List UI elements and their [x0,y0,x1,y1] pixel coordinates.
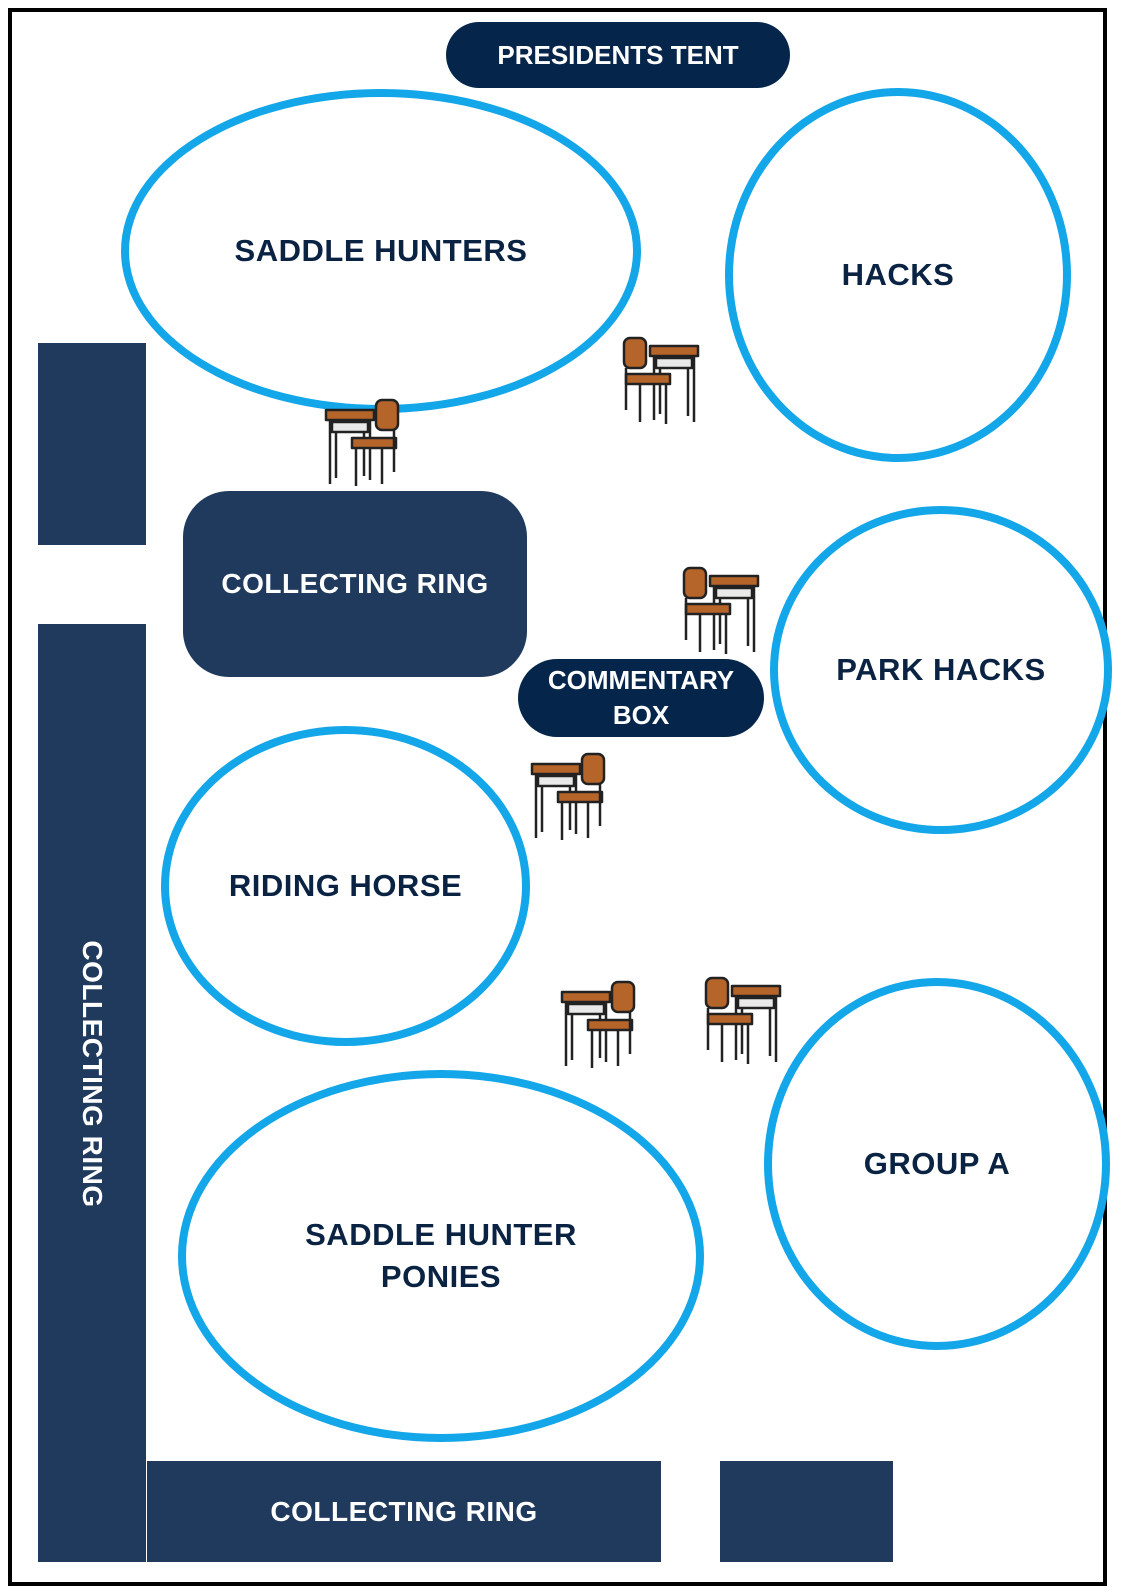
ring-group-a: GROUP A [764,978,1110,1350]
ring-group-a-label: GROUP A [863,1146,1011,1182]
commentary-box-label: COMMENTARY BOX [547,664,735,730]
commentary-box: COMMENTARY BOX [518,659,764,737]
school-desk-chair-icon [528,752,610,844]
collecting-ring-side: COLLECTING RING [38,624,146,1562]
ring-park-hacks: PARK HACKS [770,506,1112,834]
ring-saddle-hunters: SADDLE HUNTERS [121,89,641,413]
school-desk-chair-icon [322,398,404,490]
ring-saddle-hunter-ponies-label: SADDLE HUNTER PONIES [305,1217,577,1294]
ring-hacks-label: HACKS [841,257,955,293]
presidents-tent: PRESIDENTS TENT [446,22,790,88]
collecting-ring-top-label: COLLECTING RING [221,568,489,599]
collecting-ring-side-label: COLLECTING RING [77,940,108,1208]
school-desk-chair-icon [620,336,702,428]
ring-saddle-hunters-label: SADDLE HUNTERS [234,233,528,269]
bottom-right-block [720,1461,893,1562]
collecting-ring-top: COLLECTING RING [183,491,527,677]
ring-riding-horse-label: RIDING HORSE [228,868,463,904]
school-desk-chair-icon [558,980,640,1072]
ring-hacks: HACKS [725,88,1071,462]
map-border [8,8,1107,1586]
presidents-tent-label: PRESIDENTS TENT [497,39,739,70]
school-desk-chair-icon [702,976,784,1068]
school-desk-chair-icon [680,566,762,658]
collecting-ring-upper-block [38,343,146,545]
collecting-ring-bottom-label: COLLECTING RING [270,1495,538,1527]
collecting-ring-bottom: COLLECTING RING [147,1461,661,1562]
ring-park-hacks-label: PARK HACKS [836,652,1046,688]
ring-saddle-hunter-ponies: SADDLE HUNTER PONIES [178,1070,704,1442]
ring-riding-horse: RIDING HORSE [161,726,530,1046]
